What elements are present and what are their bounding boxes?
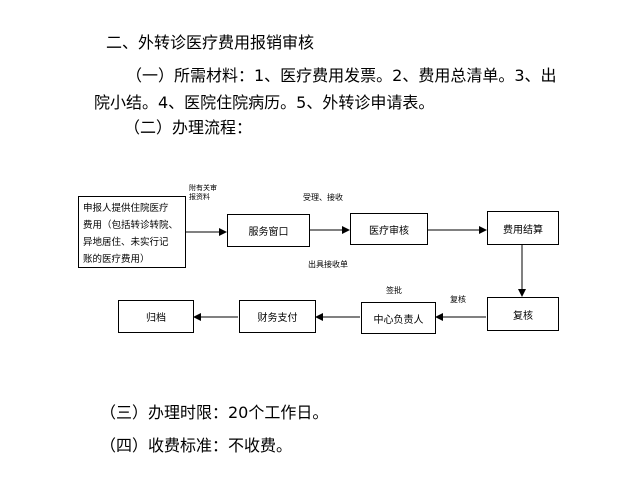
center-head-box: 中心负责人 <box>361 302 436 334</box>
medical-review-label: 医疗审核 <box>369 225 409 237</box>
note-attachments: 附有关审 报资料 <box>189 184 217 201</box>
center-head-label: 中心负责人 <box>373 314 424 326</box>
time-limit: （三）办理时限：20个工作日。 <box>100 403 329 422</box>
applicant-box: 申报人提供住院医疗 费用（包括转诊转院、 异地居住、未实行记 账的医疗费用） <box>78 196 186 268</box>
finance-payment-box: 财务支付 <box>239 300 316 333</box>
note-receipt: 出具接收单 <box>308 260 348 269</box>
archive-label: 归档 <box>146 313 166 324</box>
applicant-text: 申报人提供住院医疗 费用（包括转诊转院、 异地居住、未实行记 账的医疗费用） <box>83 203 179 265</box>
fee-standard: （四）收费标准：不收费。 <box>100 436 293 455</box>
settlement-label: 费用结算 <box>503 224 543 236</box>
process-heading: （二）办理流程： <box>124 118 253 137</box>
medical-review-box: 医疗审核 <box>350 213 428 245</box>
note-recheck: 复核 <box>450 295 466 304</box>
finance-payment-label: 财务支付 <box>257 313 298 324</box>
recheck-box: 复核 <box>487 297 559 331</box>
service-window-label: 服务窗口 <box>248 227 289 238</box>
note-sign: 签批 <box>386 286 402 295</box>
settlement-box: 费用结算 <box>487 211 559 245</box>
section-heading: 二、外转诊医疗费用报销审核 <box>106 33 315 52</box>
materials-line-2: 院小结。4、医院住院病历。5、外转诊申请表。 <box>94 93 435 112</box>
service-window-box: 服务窗口 <box>227 214 310 247</box>
note-accept: 受理、接收 <box>303 193 343 202</box>
archive-box: 归档 <box>118 300 194 333</box>
materials-line-1: （一）所需材料：1、医疗费用发票。2、费用总清单。3、出 <box>126 66 557 85</box>
recheck-label: 复核 <box>513 310 533 322</box>
